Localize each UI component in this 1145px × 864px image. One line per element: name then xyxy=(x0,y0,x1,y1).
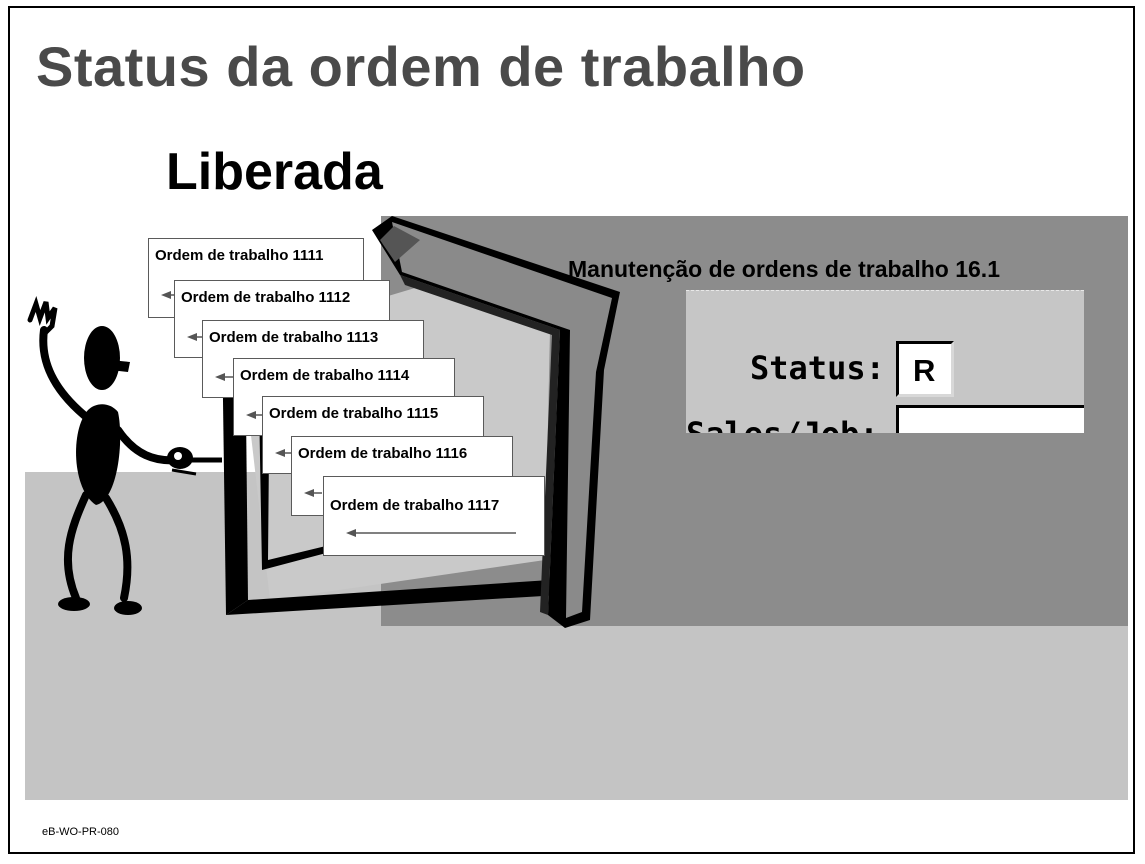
slide-title: Status da ordem de trabalho xyxy=(36,35,806,98)
work-order-label: Ordem de trabalho 1113 xyxy=(209,329,379,346)
left-arrow-icon xyxy=(215,373,233,381)
work-order-label: Ordem de trabalho 1117 xyxy=(330,497,500,514)
sales-job-label: Sales/Job: xyxy=(686,415,879,433)
slide-footer: eB-WO-PR-080 xyxy=(42,826,120,838)
app-window-title: Manutenção de ordens de trabalho 16.1 xyxy=(568,256,1000,282)
sales-job-field[interactable] xyxy=(896,405,1084,433)
left-arrow-icon xyxy=(304,489,322,497)
left-arrow-icon xyxy=(346,529,516,537)
work-order-label: Ordem de trabalho 1115 xyxy=(269,405,439,422)
work-order-label: Ordem de trabalho 1112 xyxy=(181,289,351,306)
status-label: Status: xyxy=(750,349,885,387)
work-order-label: Ordem de trabalho 1111 xyxy=(155,247,324,264)
work-order-maintenance-window: Status: R Sales/Job: xyxy=(686,290,1084,433)
status-field[interactable]: R xyxy=(896,341,954,397)
work-order-label: Ordem de trabalho 1114 xyxy=(240,367,410,384)
slide-subtitle: Liberada xyxy=(166,143,383,201)
status-value: R xyxy=(913,353,936,388)
work-order-card[interactable]: Ordem de trabalho 1117 xyxy=(323,476,545,556)
work-order-label: Ordem de trabalho 1116 xyxy=(298,445,468,462)
